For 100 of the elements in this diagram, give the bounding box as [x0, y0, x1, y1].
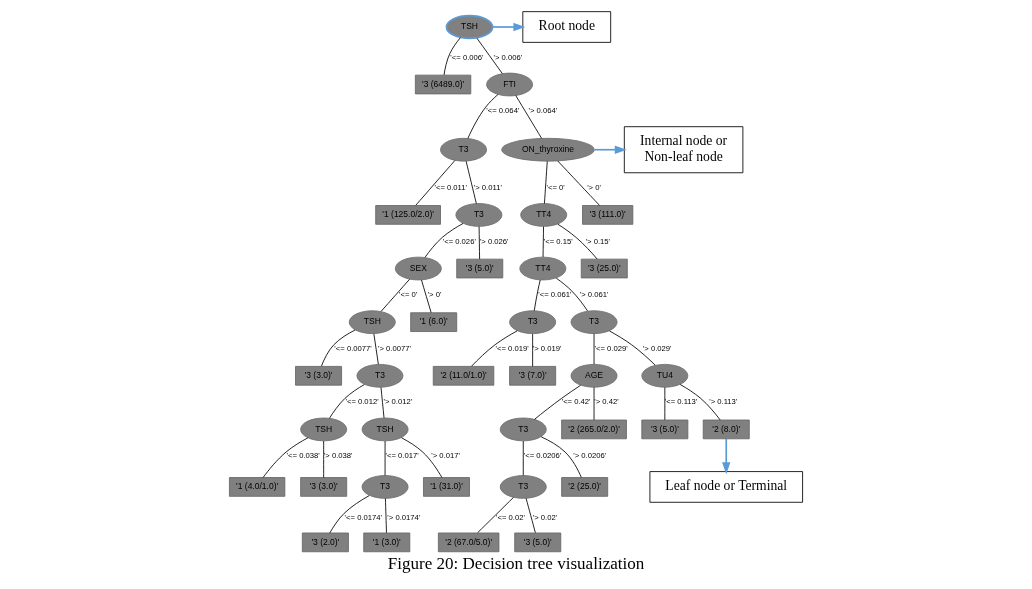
connector	[555, 277, 588, 312]
node-ellipse: TT4	[520, 203, 568, 227]
edge-label: '> 0.02'	[532, 512, 558, 522]
connector	[415, 160, 456, 206]
node-box: '2 (25.0)'	[561, 477, 609, 497]
arrow	[593, 145, 627, 154]
node-box: '3 (7.0)'	[509, 365, 557, 386]
edge-label: '> 0.026'	[479, 236, 509, 246]
connector	[476, 37, 503, 74]
node-box: '3 (6489.0)'	[414, 74, 472, 95]
edge-label: '<= 0.012'	[345, 397, 379, 407]
node-box: '3 (5.0)'	[456, 258, 504, 279]
node-ellipse: T3	[455, 203, 503, 227]
connector	[465, 160, 477, 204]
connector	[540, 436, 582, 478]
edge-label: '> 0.006'	[493, 52, 523, 62]
node-ellipse: TU4	[641, 363, 689, 388]
edge-label: '> 0.113'	[709, 397, 738, 407]
node-box: '1 (125.0/2.0)'	[375, 205, 441, 225]
connector	[401, 437, 443, 478]
node-box: '1 (4.0/1.0)'	[229, 477, 286, 497]
connector	[609, 330, 656, 366]
arrow	[722, 438, 731, 475]
edge-label: '<= 0.011'	[434, 182, 468, 192]
node-box: '1 (6.0)'	[410, 312, 458, 332]
connector	[532, 333, 534, 367]
node-box: '1 (31.0)'	[423, 477, 470, 497]
connector	[542, 226, 544, 258]
node-ellipse: TT4	[519, 256, 567, 281]
node-ellipse: AGE	[570, 363, 618, 388]
edge-label: '> 0.012'	[383, 397, 413, 407]
connector	[385, 497, 387, 534]
connector	[262, 437, 309, 478]
edge-label: '<= 0.061'	[538, 290, 572, 300]
edge-label: '<= 0.019'	[495, 343, 529, 353]
node-box: Leaf node or Terminal	[649, 471, 803, 503]
connector	[515, 95, 542, 139]
connector	[679, 384, 721, 421]
edge-label: '<= 0.42'	[561, 397, 591, 407]
node-ellipse: T3	[499, 475, 547, 499]
node-ellipse: TSH	[348, 310, 396, 334]
arrow	[491, 22, 526, 32]
node-ellipse: T3	[570, 310, 618, 334]
edge-label: '<= 0.15'	[543, 236, 573, 246]
node-ellipse: TSH	[300, 417, 348, 442]
connector	[329, 495, 370, 534]
connector	[467, 94, 499, 139]
edge-label: '> 0.064'	[528, 106, 558, 116]
edge-label: '<= 0.038'	[286, 451, 320, 461]
edge-label: '<= 0.0077'	[334, 343, 372, 353]
connector	[522, 440, 524, 476]
node-ellipse: T3	[509, 310, 557, 334]
edge-label: '<= 0.006'	[450, 52, 484, 62]
node-box: '3 (111.0)'	[582, 205, 634, 225]
node-ellipse: T3	[499, 417, 547, 442]
node-box: '2 (11.0/1.0)'	[432, 365, 495, 386]
node-box: '3 (2.0)'	[301, 532, 349, 553]
edge-label: '> 0.42'	[594, 397, 619, 407]
connector	[321, 329, 356, 367]
connector	[557, 223, 598, 260]
connector	[557, 160, 600, 206]
node-ellipse: ON_thyroxine	[501, 137, 595, 162]
connector	[533, 279, 541, 312]
node-box: '3 (5.0)'	[514, 532, 562, 553]
node-box: Internal node or Non-leaf node	[623, 126, 744, 174]
node-ellipse: T3	[361, 475, 409, 499]
edge-label: '<= 0.064'	[486, 106, 520, 116]
connector	[478, 226, 481, 260]
edge-label: '> 0.011'	[473, 182, 502, 192]
node-ellipse: T3	[440, 137, 487, 162]
edge-label: '> 0.061'	[579, 290, 609, 300]
node-box: '3 (25.0)'	[580, 258, 628, 279]
node-ellipse: SEX	[394, 256, 442, 281]
node-box: '2 (67.0/5.0)'	[437, 532, 500, 553]
edge-label: '> 0.0077'	[377, 343, 411, 353]
node-ellipse: T3	[356, 363, 404, 388]
edge-label: '<= 0.113'	[664, 397, 698, 407]
edge-label: '<= 0.029'	[594, 343, 628, 353]
edge-label: '> 0.0206'	[573, 451, 607, 461]
edge-label: '> 0.15'	[585, 236, 611, 246]
connector	[534, 384, 582, 420]
connector	[380, 278, 411, 312]
connector	[421, 279, 432, 313]
edge-label: '<= 0'	[546, 182, 565, 192]
connector	[424, 223, 464, 258]
connector	[544, 160, 548, 204]
node-box: '3 (3.0)'	[300, 477, 348, 497]
edge-label: '<= 0'	[398, 290, 418, 300]
edge-label: '> 0.017'	[431, 451, 460, 461]
edge-label: '> 0'	[427, 290, 442, 300]
connector	[329, 384, 365, 419]
edge-label: '<= 0.0206'	[523, 451, 562, 461]
node-box: '2 (8.0)'	[702, 419, 750, 440]
edge-label: '> 0'	[587, 182, 601, 192]
edge-label: '<= 0.0174'	[344, 512, 383, 522]
node-box: '3 (3.0)'	[295, 365, 342, 386]
edge-label: '<= 0.026'	[442, 236, 476, 246]
connector	[525, 497, 536, 534]
node-box: '3 (5.0)'	[641, 419, 689, 440]
node-box: '1 (3.0)'	[363, 532, 411, 553]
